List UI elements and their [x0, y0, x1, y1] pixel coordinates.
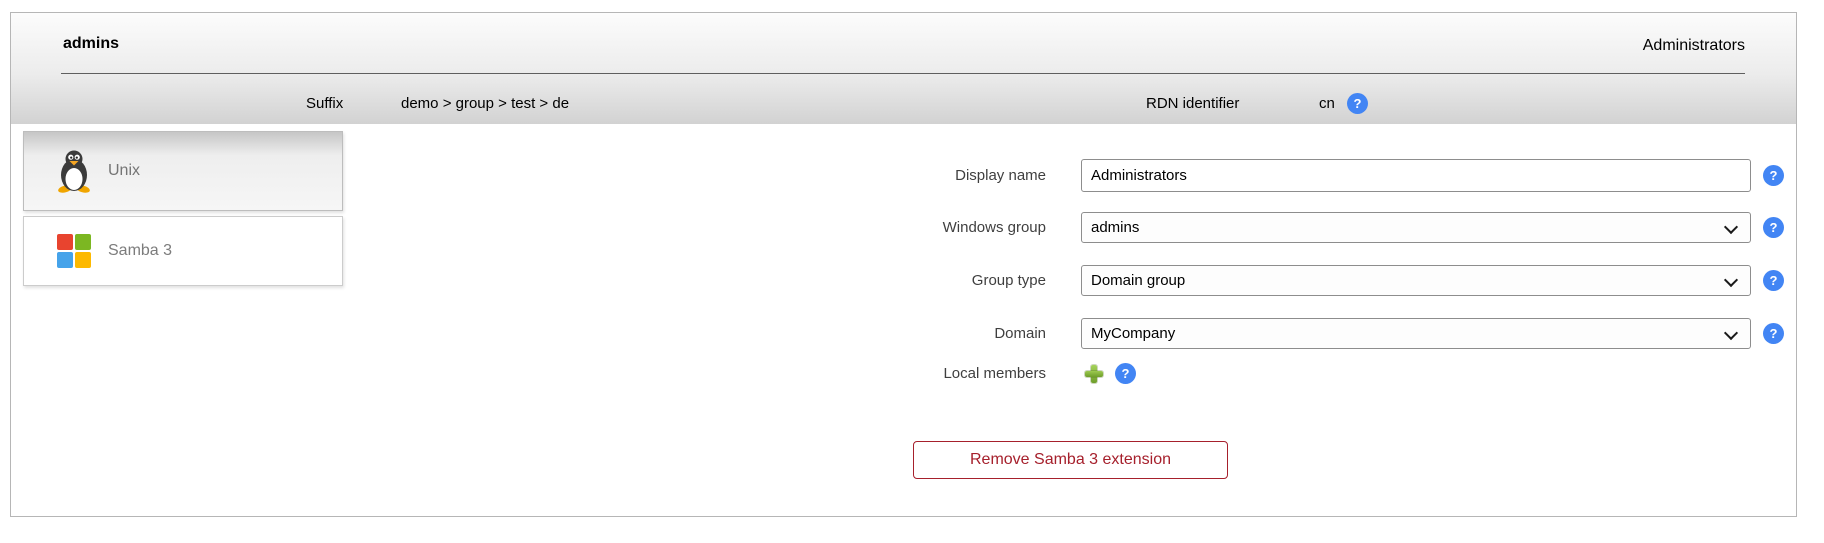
header-divider — [61, 73, 1745, 74]
display-name-label: Display name — [955, 167, 1046, 184]
page-title: admins — [63, 35, 120, 52]
group-type-select[interactable]: Domain group — [1081, 265, 1751, 296]
domain-selected-value: MyCompany — [1091, 325, 1176, 342]
chevron-down-icon — [1723, 219, 1739, 235]
header-subrow: Suffix demo > group > test > de RDN iden… — [11, 93, 1796, 115]
group-edit-panel: admins Administrators Suffix demo > grou… — [10, 12, 1797, 517]
samba3-form: Display name ? Windows group admins ? Gr… — [749, 159, 1809, 384]
form-row-display-name: Display name ? — [749, 159, 1809, 192]
group-type-label: Group type — [971, 272, 1046, 289]
help-icon[interactable]: ? — [1347, 93, 1368, 114]
form-row-domain: Domain MyCompany ? — [749, 318, 1809, 349]
group-type-selected-value: Domain group — [1091, 272, 1186, 289]
module-tabs: Unix Samba 3 — [23, 131, 343, 286]
windows-icon — [54, 231, 94, 271]
form-row-local-members: Local members ? — [749, 363, 1809, 384]
local-members-label: Local members — [943, 365, 1046, 382]
header-display-name: Administrators — [1642, 37, 1745, 54]
help-icon[interactable]: ? — [1763, 165, 1784, 186]
domain-select[interactable]: MyCompany — [1081, 318, 1751, 349]
rdn-identifier-value: cn — [1319, 95, 1335, 112]
header: admins Administrators Suffix demo > grou… — [11, 13, 1796, 124]
add-member-icon[interactable] — [1084, 364, 1104, 384]
form-row-group-type: Group type Domain group ? — [749, 265, 1809, 296]
windows-group-selected-value: admins — [1091, 219, 1140, 236]
form-row-windows-group: Windows group admins ? — [749, 212, 1809, 243]
chevron-down-icon — [1723, 272, 1739, 288]
suffix-value: demo > group > test > de — [401, 95, 570, 112]
windows-group-label: Windows group — [942, 219, 1046, 236]
help-icon[interactable]: ? — [1763, 217, 1784, 238]
display-name-input[interactable] — [1081, 159, 1751, 192]
help-icon[interactable]: ? — [1763, 323, 1784, 344]
tab-samba3-label: Samba 3 — [108, 242, 173, 259]
tab-unix[interactable]: Unix — [23, 131, 343, 211]
windows-group-select[interactable]: admins — [1081, 212, 1751, 243]
tab-samba3[interactable]: Samba 3 — [23, 216, 343, 286]
suffix-label: Suffix — [306, 95, 344, 112]
remove-samba3-extension-button[interactable]: Remove Samba 3 extension — [913, 441, 1228, 479]
help-icon[interactable]: ? — [1763, 270, 1784, 291]
domain-label: Domain — [994, 325, 1046, 342]
help-icon[interactable]: ? — [1115, 363, 1136, 384]
rdn-identifier-label: RDN identifier — [1146, 95, 1240, 112]
chevron-down-icon — [1723, 325, 1739, 341]
tab-unix-label: Unix — [108, 162, 141, 179]
tux-icon — [58, 150, 90, 193]
